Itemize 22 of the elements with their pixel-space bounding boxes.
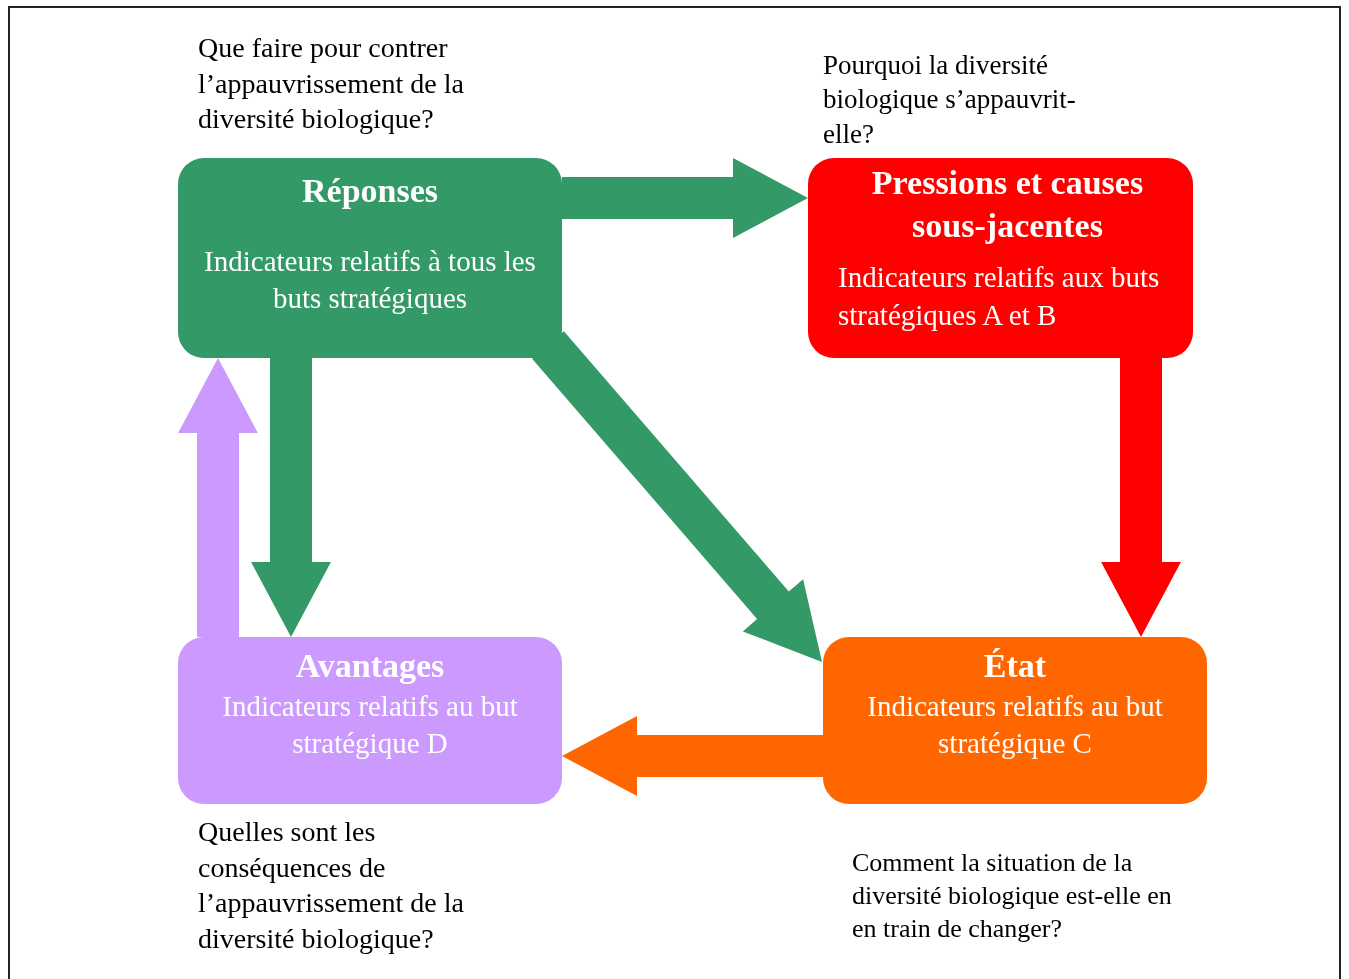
block-arrow [251,358,331,637]
block-arrow [178,358,258,637]
rounded-box [178,637,562,804]
question-text: Quelles sont les conséquences de l’appauvrissement de la diversité biologique? [198,815,465,956]
box-text: Indicateurs relatifs à tous les buts stratégiques [203,243,537,317]
box-title: Réponses [301,171,439,211]
box-text: Indicateurs relatifs aux buts stratégiques A et B [838,260,1161,333]
question-text: Pourquoi la diversité biologique s’appauvrit-elle? [823,49,1077,151]
block-arrow [532,331,822,662]
rounded-box [808,158,1193,358]
box-title: État [982,646,1048,686]
box-title: Pressions et causes sous-jacentes [870,163,1145,246]
block-arrow [1101,358,1181,637]
box-title: Avantages [294,646,446,686]
block-arrow [562,716,823,796]
box-text: Indicateurs relatifs au but stratégique C [866,688,1164,762]
block-arrow [562,158,808,238]
rounded-box [178,158,562,358]
box-text: Indicateurs relatifs au but stratégique D [221,688,519,762]
rounded-box [823,637,1207,804]
question-text: Que faire pour contrer l’appauvrissement de la diversité biologique? [198,31,465,137]
question-text: Comment la situation de la diversité biologique est-elle en en train de changer? [852,847,1173,946]
